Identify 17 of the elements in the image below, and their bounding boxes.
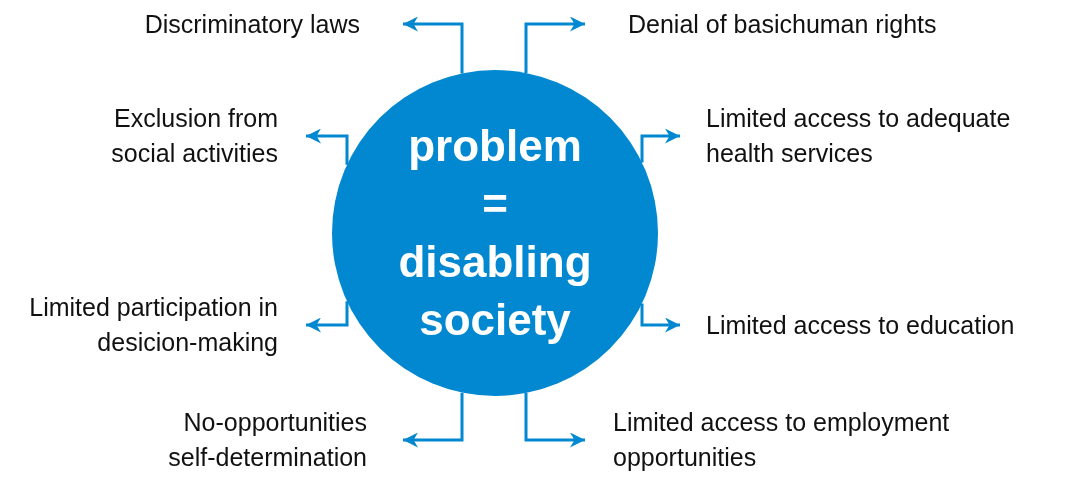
arrow [640, 128, 680, 163]
consequence-text: No-opportunities self-determination [142, 405, 403, 475]
arrow [640, 303, 680, 333]
arrow [306, 128, 349, 165]
consequence-text: Limited access to education [680, 307, 1066, 343]
arrow [524, 393, 585, 448]
consequence-text: Discriminatory laws [100, 6, 403, 42]
consequence-text: Denial of basichuman rights [585, 6, 1008, 42]
arrow [306, 301, 349, 333]
consequence-text: Limited access to adequate health services [680, 101, 1046, 171]
consequence-text: Limited access to employment opportunities [585, 405, 993, 475]
arrow [524, 16, 585, 73]
arrow [403, 392, 464, 448]
consequence-text: Exclusion from social activities [63, 101, 306, 171]
arrow [403, 16, 464, 74]
consequence-text: Limited participation in desicion-making [13, 290, 306, 360]
circle-label: problem = disabling society [397, 120, 593, 346]
